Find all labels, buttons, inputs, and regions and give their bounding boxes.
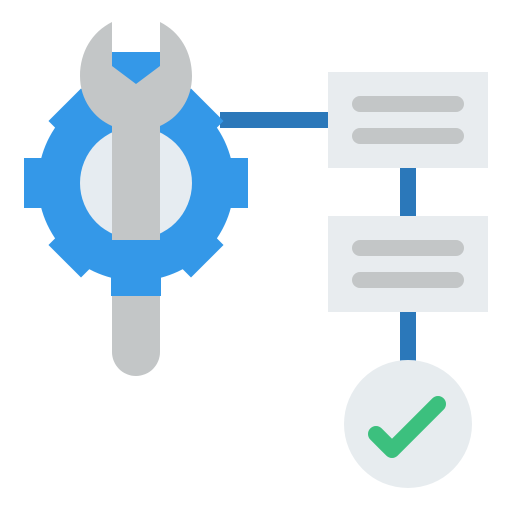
document-card-1 (328, 72, 488, 168)
wrench-icon (80, 22, 192, 376)
card-line (352, 96, 464, 112)
checkmark-badge (344, 360, 472, 488)
wrench-head (80, 22, 192, 126)
card-background (328, 216, 488, 312)
card-line (352, 240, 464, 256)
connector-gear-to-card (220, 112, 330, 128)
checkmark-icon (368, 396, 446, 458)
card-background (328, 72, 488, 168)
wrench-shaft-upper (112, 110, 160, 240)
connector-card-to-card (400, 166, 416, 218)
connector-card-to-check (400, 310, 416, 362)
document-card-2 (328, 216, 488, 312)
card-line (352, 128, 464, 144)
card-line (352, 272, 464, 288)
wrench-handle (112, 296, 160, 376)
